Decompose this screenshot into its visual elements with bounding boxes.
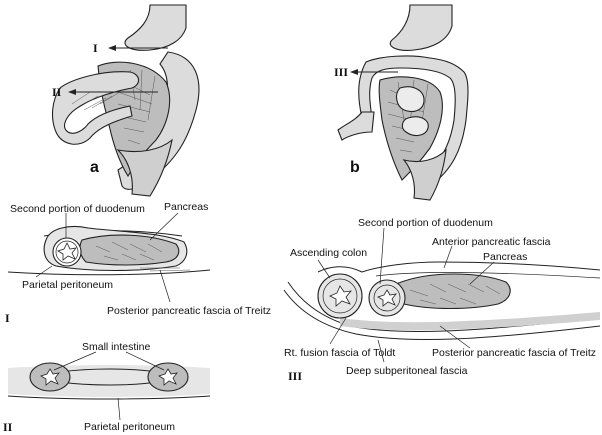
- label-deep-fascia: Deep subperitoneal fascia: [346, 365, 468, 377]
- section-I-illustration: [7, 212, 211, 303]
- leader-anterior-fascia: [443, 245, 453, 269]
- leader-ascending-colon: [317, 259, 331, 279]
- panel-label-b: b: [350, 159, 360, 176]
- label-posterior-fascia-I: Posterior pancreatic fascia of Treitz: [107, 305, 271, 317]
- panel-label-a: a: [90, 159, 99, 176]
- label-toldt: Rt. fusion fascia of Toldt: [284, 347, 395, 359]
- leader-posterior-III: [439, 325, 471, 349]
- label-parietal-peritoneum-II: Parietal peritoneum: [84, 421, 175, 433]
- leader-posterior-I: [159, 269, 171, 303]
- section-II-illustration: [7, 351, 211, 421]
- section-label-III: III: [288, 369, 302, 383]
- label-parietal-peritoneum-I: Parietal peritoneum: [22, 279, 113, 291]
- panel-b-illustration: [337, 4, 469, 201]
- arrow-label-III: III: [334, 65, 348, 79]
- leader-second-portion-III: [379, 227, 385, 285]
- section-label-I: I: [5, 311, 10, 325]
- leader-small-intestine-left: [53, 351, 97, 371]
- label-second-portion-III: Second portion of duodenum: [358, 217, 493, 229]
- leader-toldt: [329, 317, 347, 345]
- arrow-label-I: I: [93, 41, 98, 55]
- leader-parietal-II: [117, 397, 121, 421]
- label-posterior-fascia-III: Posterior pancreatic fascia of Treitz: [432, 347, 596, 359]
- leader-parietal-I: [35, 265, 53, 278]
- label-ascending-colon: Ascending colon: [290, 247, 367, 259]
- section-III-illustration: [283, 227, 601, 363]
- label-pancreas-I: Pancreas: [164, 201, 208, 213]
- panel-a-illustration: [51, 4, 200, 197]
- leader-small-intestine-right: [125, 351, 165, 371]
- label-anterior-fascia: Anterior pancreatic fascia: [432, 236, 551, 248]
- label-pancreas-III: Pancreas: [483, 251, 527, 263]
- section-label-II: II: [3, 420, 13, 434]
- leader-deep-fascia: [377, 339, 385, 363]
- leader-pancreas-III: [469, 261, 495, 285]
- leader-pancreas-I: [149, 212, 179, 241]
- arrow-label-II: II: [52, 85, 62, 99]
- label-second-portion-I: Second portion of duodenum: [10, 203, 145, 215]
- label-small-intestine: Small intestine: [82, 341, 150, 353]
